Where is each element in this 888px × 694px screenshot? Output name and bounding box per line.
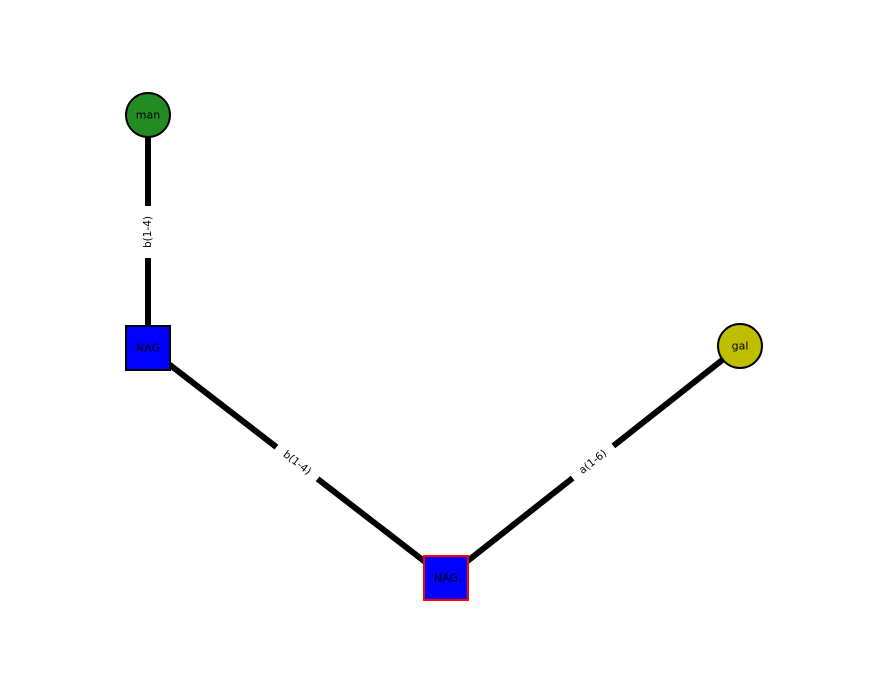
edge-label-bg: [270, 439, 324, 487]
node-gal-shape: [717, 323, 763, 369]
edge-label-man-nag1: b(1-4): [142, 216, 154, 248]
node-nag2-label: NAG: [434, 572, 458, 585]
node-nag1-label: NAG: [136, 342, 160, 355]
edge-label-bg: [139, 206, 157, 258]
node-man-shape: [125, 92, 171, 138]
node-nag1-shape: [125, 325, 171, 371]
edge-label-group-nag2-gal: a(1-6): [567, 438, 619, 486]
edge-label-group-man-nag1: b(1-4): [139, 206, 157, 258]
node-nag2-shape: [423, 555, 469, 601]
node-man-label: man: [136, 109, 160, 122]
node-gal-label: gal: [732, 340, 749, 353]
edge-label-bg: [567, 438, 619, 486]
edge-label-group-nag1-nag2: b(1-4): [270, 439, 324, 487]
